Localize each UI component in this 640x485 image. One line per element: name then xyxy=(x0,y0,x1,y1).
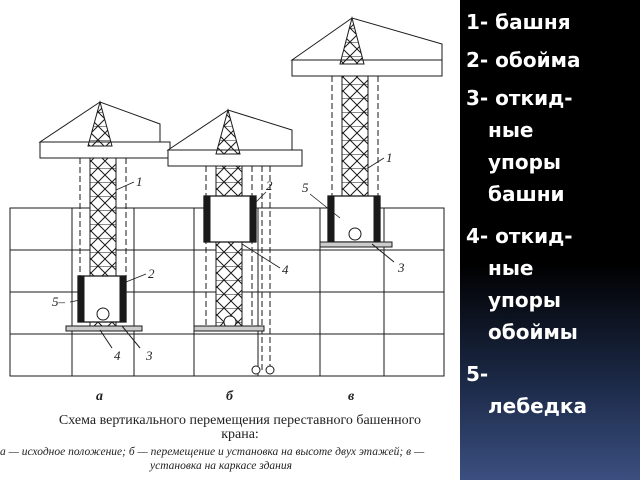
crane-b xyxy=(166,108,303,375)
label-c-5: 5 xyxy=(302,180,309,195)
panel-label-a: а xyxy=(96,389,103,404)
label-a-2: 2 xyxy=(148,266,155,281)
legend-item-winch: 5- лебедка xyxy=(466,362,587,418)
caption-title: Схема вертикального перемещения перестав… xyxy=(58,413,422,428)
legend-panel: 1- башня 2- обойма 3- откид- ные упоры б… xyxy=(460,0,640,480)
label-a-5: 5– xyxy=(52,294,66,309)
label-b-2: 2 xyxy=(266,178,273,193)
caption-subtitle-cont: установка на каркасе здания xyxy=(150,460,292,472)
crane-a xyxy=(38,100,171,349)
leader-lines xyxy=(69,157,385,303)
crane-diagram: 1 2 5– 4 3 2 4 1 5 3 а б в Схема вертика… xyxy=(0,16,445,472)
caption-subtitle: а — исходное положение; б — перемещение … xyxy=(0,446,425,458)
label-a-4: 4 xyxy=(114,348,121,363)
crane-diagram-svg: 1 2 5– 4 3 2 4 1 5 3 а б в xyxy=(9,16,445,404)
building-frame-right xyxy=(193,207,445,377)
label-a-1: 1 xyxy=(136,174,143,189)
diagram-labels: 1 2 5– 4 3 2 4 1 5 3 xyxy=(52,150,405,363)
label-c-1: 1 xyxy=(386,150,393,165)
legend-item-collar: 2- обойма xyxy=(466,48,581,72)
caption-title-cont: крана: xyxy=(221,427,259,442)
label-c-3: 3 xyxy=(397,260,405,275)
label-b-4: 4 xyxy=(282,262,289,277)
label-a-3: 3 xyxy=(145,348,153,363)
legend-item-tower: 1- башня xyxy=(466,10,571,34)
legend-item-tower-stops: 3- откид- ные упоры башни xyxy=(466,86,573,206)
crane-c xyxy=(290,16,443,263)
legend-item-collar-stops: 4- откид- ные упоры обоймы xyxy=(466,224,578,344)
panel-labels: а б в xyxy=(96,389,355,404)
panel-label-b: б xyxy=(226,389,234,404)
panel-label-c: в xyxy=(348,389,355,404)
